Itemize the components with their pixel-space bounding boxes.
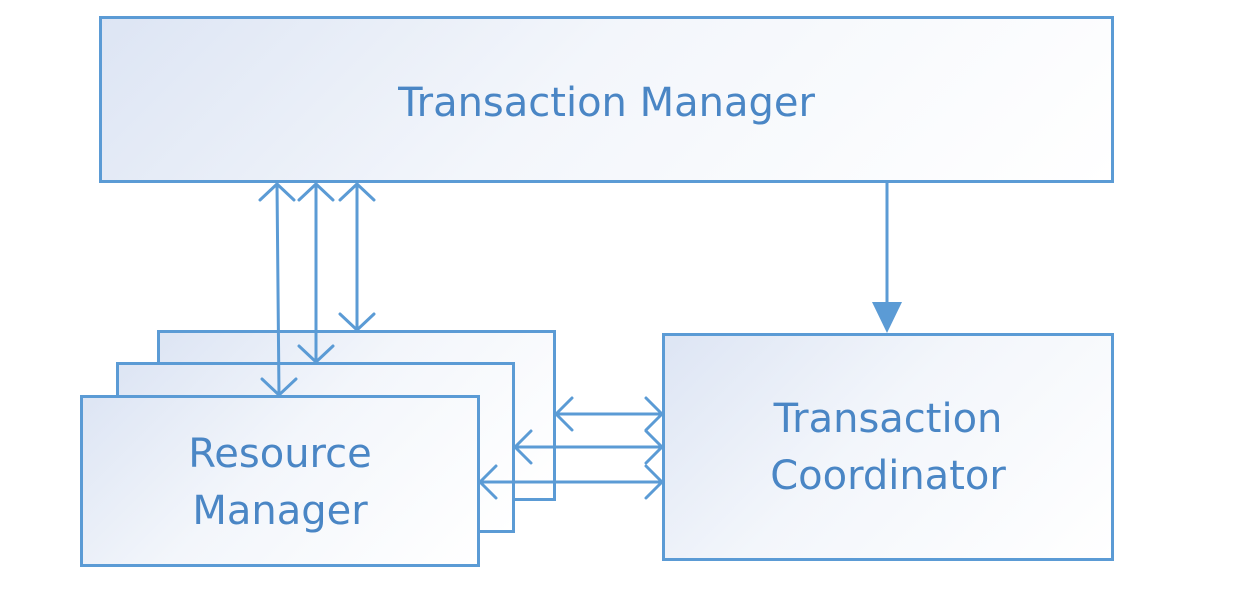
transaction-coordinator-label-line1: Transaction xyxy=(773,396,1003,442)
tm-rm-front-arrow xyxy=(258,182,298,397)
transaction-coordinator-label-line2: Coordinator xyxy=(770,453,1006,499)
tm-rm-back-arrow xyxy=(338,182,376,332)
resource-manager-label-line1: Resource xyxy=(188,431,372,477)
tm-tc-arrowhead xyxy=(872,302,902,333)
rm-tc-front-arrow xyxy=(478,464,664,500)
rm-tc-back-arrow xyxy=(554,396,664,432)
transaction-manager-label: Transaction Manager xyxy=(398,80,815,126)
transaction-manager-box: Transaction Manager xyxy=(99,16,1114,183)
resource-manager-label-line2: Manager xyxy=(192,488,368,534)
tm-rm-middle-arrow xyxy=(297,182,335,364)
resource-manager-box-front: Resource Manager xyxy=(80,395,480,567)
rm-tc-middle-arrow xyxy=(513,429,664,465)
